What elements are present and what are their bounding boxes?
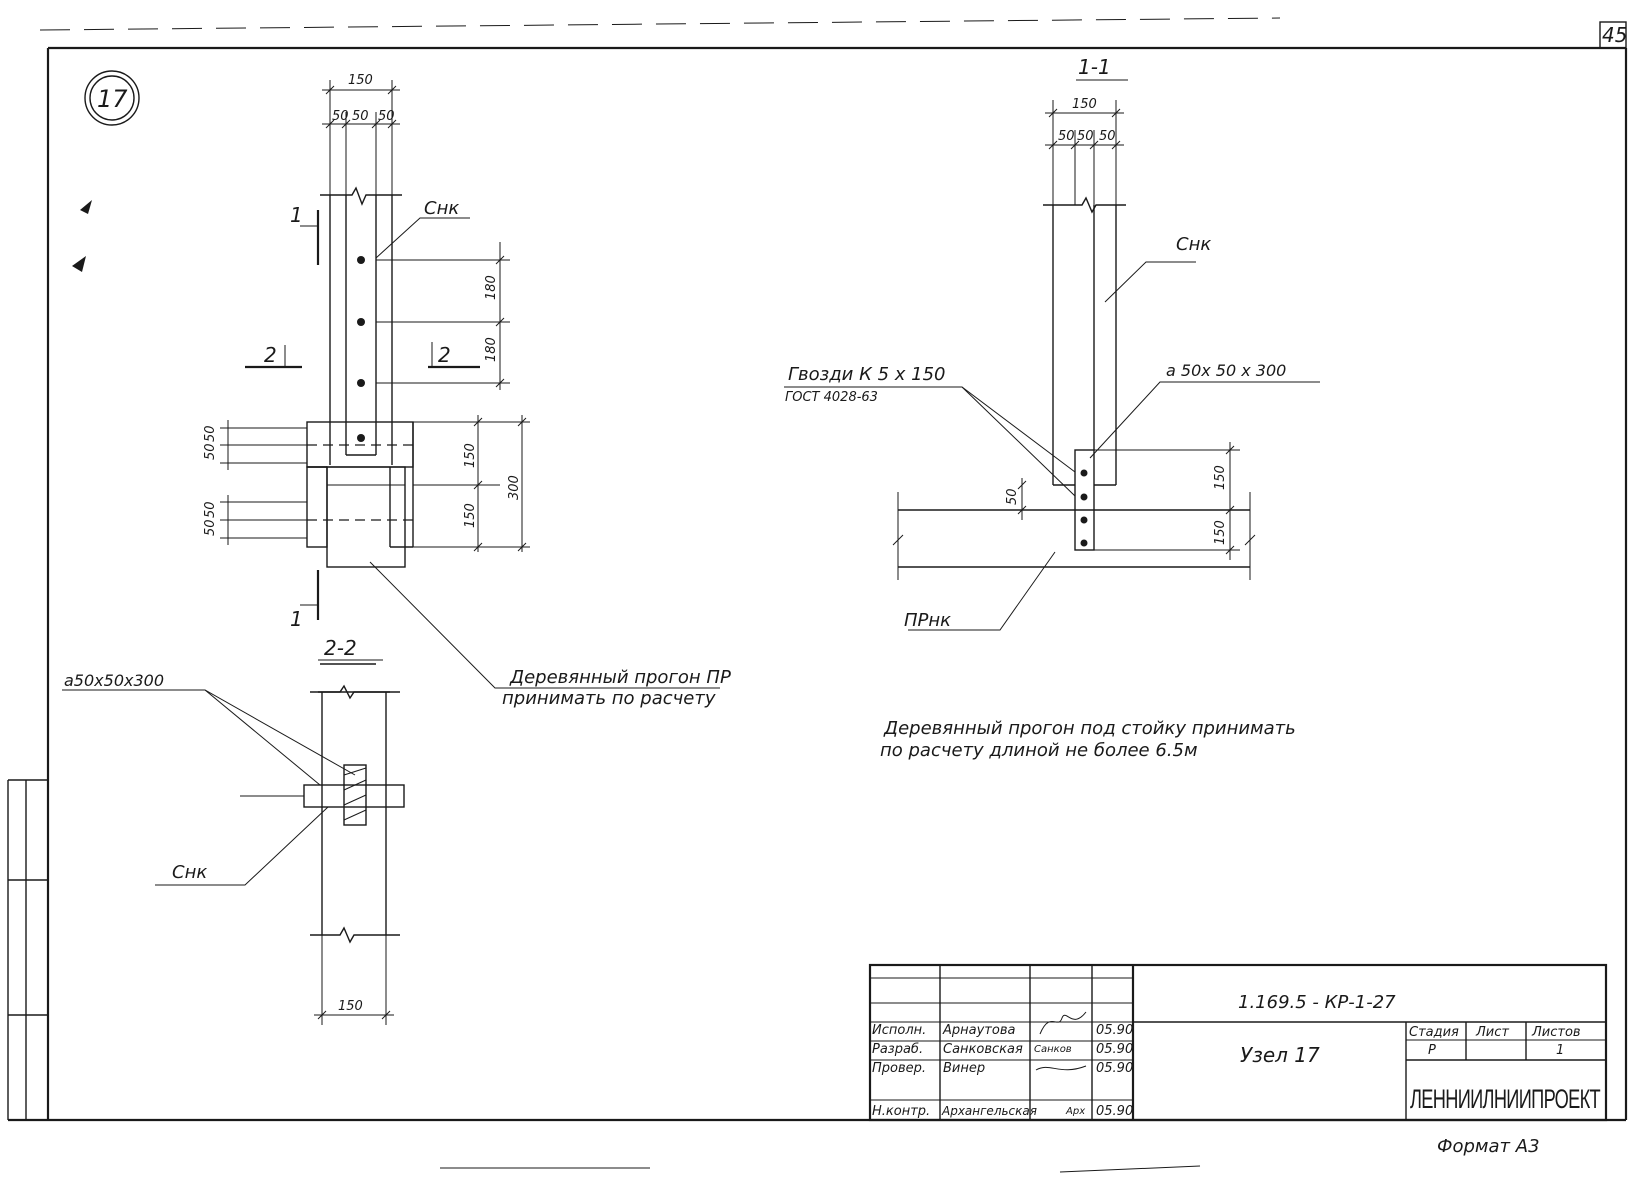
- tb-sheets: 1: [1556, 1043, 1564, 1058]
- elev-dim-left-a: 50: [203, 425, 218, 442]
- tb-date-2: 05.90: [1096, 1042, 1133, 1057]
- section-2-2-snk: Снк: [172, 862, 207, 883]
- elev-dim-left-b: 50: [203, 443, 218, 460]
- tb-sign-2: Санков: [1034, 1044, 1072, 1055]
- s11-bar-label: а 50х 50 х 300: [1166, 361, 1286, 380]
- s11-dim-150b: 150: [1213, 520, 1228, 545]
- section-2-2-title: 2-2: [324, 636, 357, 660]
- s11-dim-a: 50: [1058, 129, 1075, 144]
- section-2-2-dim-bottom: 150: [338, 999, 363, 1014]
- purlin-note-line2: принимать по расчету: [502, 688, 716, 709]
- tb-date-1: 05.90: [1096, 1023, 1133, 1038]
- tb-role-2: Разраб.: [872, 1042, 923, 1057]
- elevation-view: [220, 80, 720, 689]
- s11-dim-b: 50: [1077, 129, 1094, 144]
- section-2-2-bar-label: а50х50х300: [64, 671, 164, 690]
- elev-dim-total: 150: [348, 73, 373, 88]
- stray-marks: [72, 200, 1201, 1173]
- elev-dim-c: 50: [378, 109, 395, 124]
- tb-name-1: Арнаутова: [942, 1023, 1015, 1038]
- elev-dim-left-d: 50: [203, 519, 218, 536]
- handwritten-signatures: [1035, 1011, 1087, 1071]
- section-2-2-view: [62, 659, 405, 1025]
- s11-dim-150a: 150: [1213, 465, 1228, 490]
- sheet-frame: [7, 17, 1628, 1122]
- elev-section-1-bottom: 1: [290, 607, 303, 631]
- s11-label-prnk: ПРнк: [904, 610, 951, 631]
- tb-date-3: 05.90: [1096, 1061, 1133, 1076]
- tb-stage: Р: [1428, 1043, 1436, 1058]
- tb-name-4: Архангельская: [941, 1104, 1037, 1118]
- tb-name-3: Винер: [943, 1061, 985, 1076]
- tb-organization: ЛЕННИИЛНИИПРОЕКТ: [1410, 1084, 1600, 1114]
- tb-name-2: Санковская: [943, 1042, 1023, 1057]
- s11-nails-line2: ГОСТ 4028-63: [785, 390, 878, 405]
- elev-dim-b: 50: [352, 109, 369, 124]
- elev-section-1-top: 1: [290, 203, 303, 227]
- tb-sheet-header: Лист: [1475, 1025, 1509, 1040]
- node-badge: [84, 70, 140, 126]
- sheet-format: Формат А3: [1437, 1136, 1540, 1157]
- note-line2: по расчету длиной не более 6.5м: [880, 740, 1198, 761]
- tb-stage-header: Стадия: [1409, 1025, 1459, 1040]
- elev-section-2-left: 2: [264, 343, 277, 367]
- title-block-drawing-name: Узел 17: [1240, 1043, 1320, 1067]
- node-badge-number: 17: [97, 85, 128, 113]
- title-block-frame: [868, 963, 1608, 1122]
- s11-dim-total: 150: [1072, 97, 1097, 112]
- purlin-note-line1: Деревянный прогон ПР: [509, 667, 731, 688]
- elev-dim-right-2: 150: [463, 503, 478, 528]
- elev-dim-left-c: 50: [203, 501, 218, 518]
- elev-dim-right-total: 300: [507, 475, 522, 500]
- elev-label-snk: Снк: [424, 198, 459, 219]
- sheet-number-corner: 45: [1602, 23, 1627, 47]
- note-line1: Деревянный прогон под стойку принимать: [883, 718, 1296, 739]
- tb-date-4: 05.90: [1096, 1104, 1133, 1119]
- elev-dim-a: 50: [332, 109, 349, 124]
- elev-dim-side-2: 180: [484, 337, 499, 362]
- s11-dim-50: 50: [1005, 488, 1020, 505]
- tb-role-4: Н.контр.: [872, 1104, 930, 1119]
- elev-dim-right-1: 150: [463, 443, 478, 468]
- section-1-1-title: 1-1: [1078, 55, 1111, 79]
- s11-dim-c: 50: [1099, 129, 1116, 144]
- section-1-1-view: [784, 79, 1320, 631]
- tb-role-3: Провер.: [872, 1061, 926, 1076]
- s11-label-snk: Снк: [1176, 234, 1211, 255]
- elev-dim-side-1: 180: [484, 275, 499, 300]
- tb-role-1: Исполн.: [872, 1023, 926, 1038]
- tb-sign-4: Арх: [1065, 1106, 1085, 1117]
- s11-nails-line1: Гвозди К 5 х 150: [788, 364, 946, 385]
- tb-sheets-header: Листов: [1531, 1025, 1581, 1040]
- title-block-code: 1.169.5 - КР-1-27: [1238, 992, 1396, 1013]
- elev-section-2-right: 2: [438, 343, 451, 367]
